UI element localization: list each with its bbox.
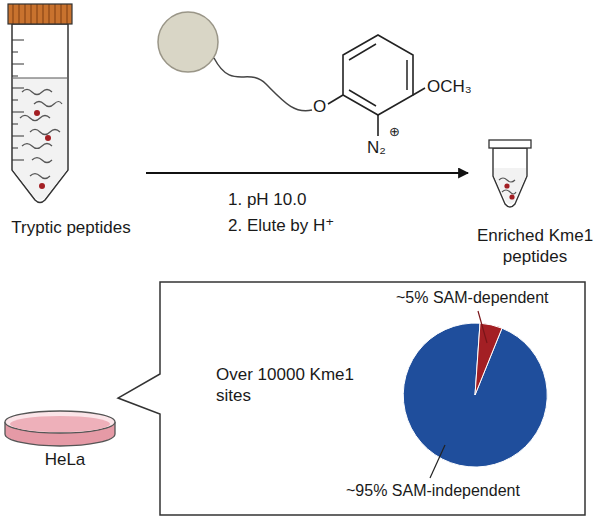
pie-label: ~95% SAM-independent: [346, 481, 520, 500]
step-label: 2. Elute by H⁺: [228, 216, 334, 236]
atom-label: N₂: [367, 138, 386, 158]
reaction-arrow: [146, 172, 468, 174]
atom-label: OCH₃: [427, 77, 472, 97]
callout-box: [118, 282, 585, 515]
callout-panel: Over 10000 Kme1 sites: [160, 282, 585, 515]
pie-chart: [403, 311, 547, 478]
cell-dish: HeLa: [10, 400, 120, 472]
node-label: HeLa: [45, 449, 86, 470]
charge-symbol: ⊕: [389, 124, 400, 140]
atom-label: O: [313, 97, 326, 117]
microcentrifuge-tube: [489, 140, 531, 207]
diazonium-reagent: [158, 12, 425, 136]
node-label: Enriched Kme1 peptides: [474, 225, 596, 268]
falcon-tube: [8, 4, 72, 203]
step-label: 1. pH 10.0: [228, 190, 306, 210]
petri-dish: [5, 411, 115, 446]
node-label: Tryptic peptides: [11, 217, 130, 238]
enriched-tube: Enriched Kme1 peptides: [472, 135, 597, 271]
pie-label: ~5% SAM-dependent: [396, 288, 549, 307]
node-label: Over 10000 Kme1 sites: [216, 364, 386, 407]
sample-tube: Tryptic peptides: [0, 0, 142, 242]
